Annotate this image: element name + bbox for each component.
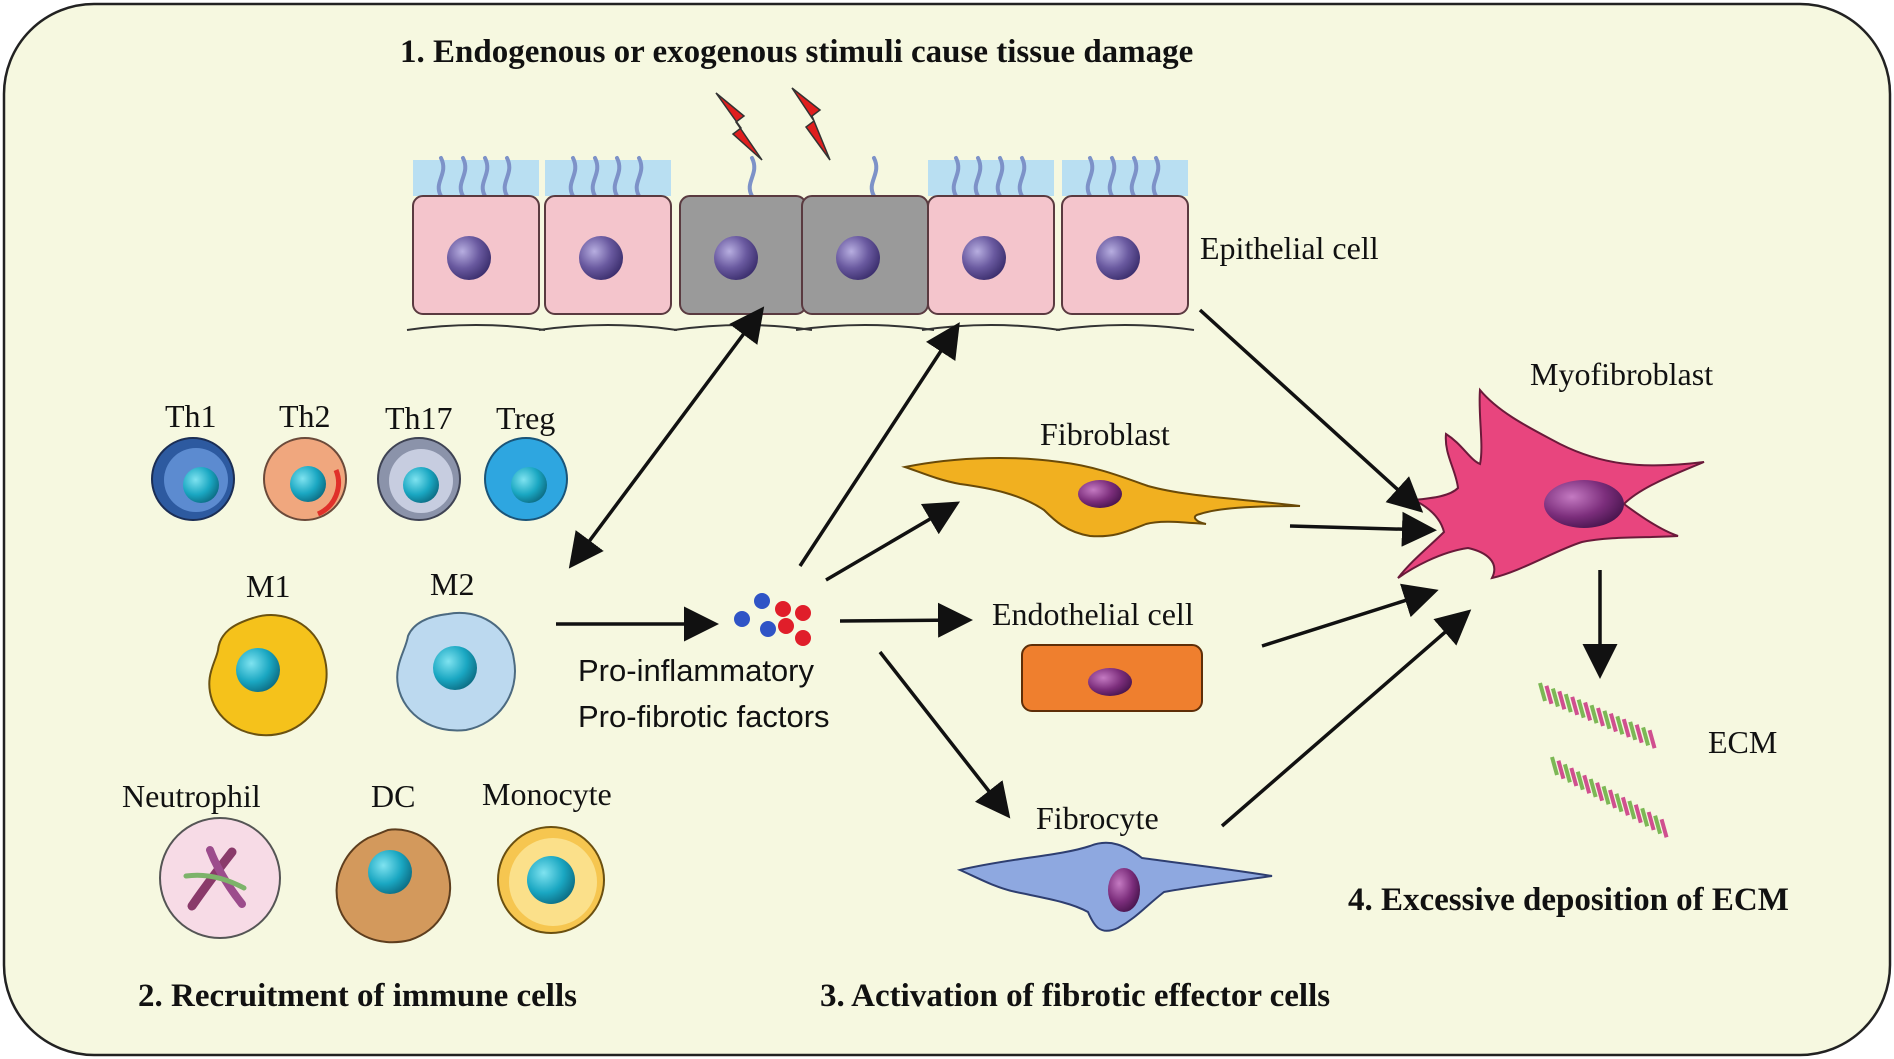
- ecm-fiber-segment: [1647, 729, 1657, 749]
- ecm-fiber-segment: [1569, 767, 1579, 787]
- ecm-fiber-segment: [1634, 724, 1644, 744]
- step1-heading: 1. Endogenous or exogenous stimuli cause…: [400, 34, 1194, 70]
- ecm-label: ECM: [1708, 724, 1778, 760]
- ecm-fiber-segment: [1589, 704, 1599, 724]
- ecm-fiber-segment: [1641, 726, 1651, 746]
- ecm-fiber-segment: [1615, 715, 1625, 735]
- step3-heading: 3. Activation of fibrotic effector cells: [820, 978, 1331, 1014]
- neutrophil-label: Neutrophil: [122, 778, 261, 814]
- th17-label: Th17: [385, 400, 453, 436]
- endothelial-cell: [1021, 644, 1203, 712]
- ecm-fiber-segment: [1627, 800, 1637, 820]
- ecm-fiber-segment: [1621, 718, 1631, 738]
- ecm-fiber-segment: [1608, 789, 1617, 809]
- monocyte-label: Monocyte: [482, 776, 612, 812]
- ecm-fiber-segment: [1570, 696, 1580, 716]
- ecm-fiber-segment: [1601, 785, 1611, 805]
- myofibroblast-label: Myofibroblast: [1530, 356, 1714, 392]
- myofibroblast-cell: [1397, 387, 1705, 580]
- ecm-fiber-segment: [1646, 811, 1656, 831]
- ecm-fiber-segment: [1588, 778, 1598, 798]
- ecm-fiber-segment: [1659, 818, 1669, 838]
- epithelial-cell: [538, 156, 678, 331]
- dc-label: DC: [371, 778, 416, 814]
- ecm-fiber-segment: [1620, 796, 1630, 816]
- ecm-fiber-segment: [1595, 782, 1605, 802]
- ecm-fiber-segment: [1562, 763, 1572, 783]
- ecm-fiber-segment: [1544, 685, 1554, 705]
- ecm-fiber-segment: [1596, 707, 1605, 727]
- m1-macrophage: [208, 614, 328, 737]
- fibrocyte-cell: [956, 841, 1273, 932]
- th1-label: Th1: [165, 398, 217, 434]
- fibroblast-cell: [901, 457, 1301, 538]
- m2-label: M2: [430, 566, 475, 602]
- endothelial-label: Endothelial cell: [992, 596, 1194, 632]
- ecm-fiber-segment: [1557, 690, 1567, 710]
- ecm-fibers: [1538, 682, 1669, 838]
- step2-heading: 2. Recruitment of immune cells: [138, 978, 577, 1014]
- epithelial-cell: [921, 156, 1061, 331]
- damaged-epithelial-cell: [673, 156, 813, 331]
- th17-cell: [377, 437, 461, 521]
- fibroblast-label: Fibroblast: [1040, 416, 1170, 452]
- cytokine-dots: [734, 593, 811, 646]
- flow-arrows: [556, 306, 1618, 828]
- th1-cell: [151, 437, 235, 521]
- treg-cell: [484, 437, 568, 521]
- ecm-fiber-segment: [1550, 756, 1559, 776]
- step4-heading: 4. Excessive deposition of ECM: [1348, 882, 1789, 918]
- m2-macrophage: [396, 611, 516, 732]
- ecm-fiber-segment: [1628, 721, 1638, 741]
- ecm-fiber-segment: [1575, 771, 1585, 791]
- ecm-fiber-segment: [1576, 699, 1586, 719]
- epithelial-cell: [406, 156, 546, 331]
- ecm-fiber-segment: [1602, 710, 1612, 730]
- factors-label-line1: Pro-inflammatory: [578, 653, 814, 688]
- ecm-fiber-segment: [1608, 713, 1618, 733]
- epithelial-layer: [406, 156, 1195, 331]
- ecm-fiber-segment: [1538, 682, 1547, 702]
- ecm-fiber-segment: [1633, 804, 1643, 824]
- lightning-icon: [715, 87, 831, 161]
- monocyte-cell: [497, 826, 605, 934]
- m1-label: M1: [246, 568, 291, 604]
- ecm-fiber-segment: [1582, 774, 1592, 794]
- ecm-fiber-segment: [1614, 793, 1624, 813]
- ecm-fiber-segment: [1556, 760, 1566, 780]
- factors-label-line2: Pro-fibrotic factors: [578, 699, 830, 734]
- fibrocyte-label: Fibrocyte: [1036, 800, 1159, 836]
- neutrophil-cell: [159, 817, 281, 939]
- ecm-fiber-segment: [1550, 688, 1560, 708]
- ecm-fiber-segment: [1563, 693, 1573, 713]
- damaged-epithelial-cell: [795, 156, 935, 331]
- ecm-fiber-segment: [1583, 701, 1593, 721]
- dc-cell: [335, 828, 451, 944]
- ecm-fiber-segment: [1653, 815, 1663, 835]
- epithelial-cell: [1055, 156, 1195, 331]
- treg-label: Treg: [496, 400, 556, 436]
- th2-label: Th2: [279, 398, 331, 434]
- ecm-fiber-segment: [1640, 807, 1650, 827]
- th2-cell: [263, 437, 347, 521]
- epithelial-label: Epithelial cell: [1200, 230, 1379, 266]
